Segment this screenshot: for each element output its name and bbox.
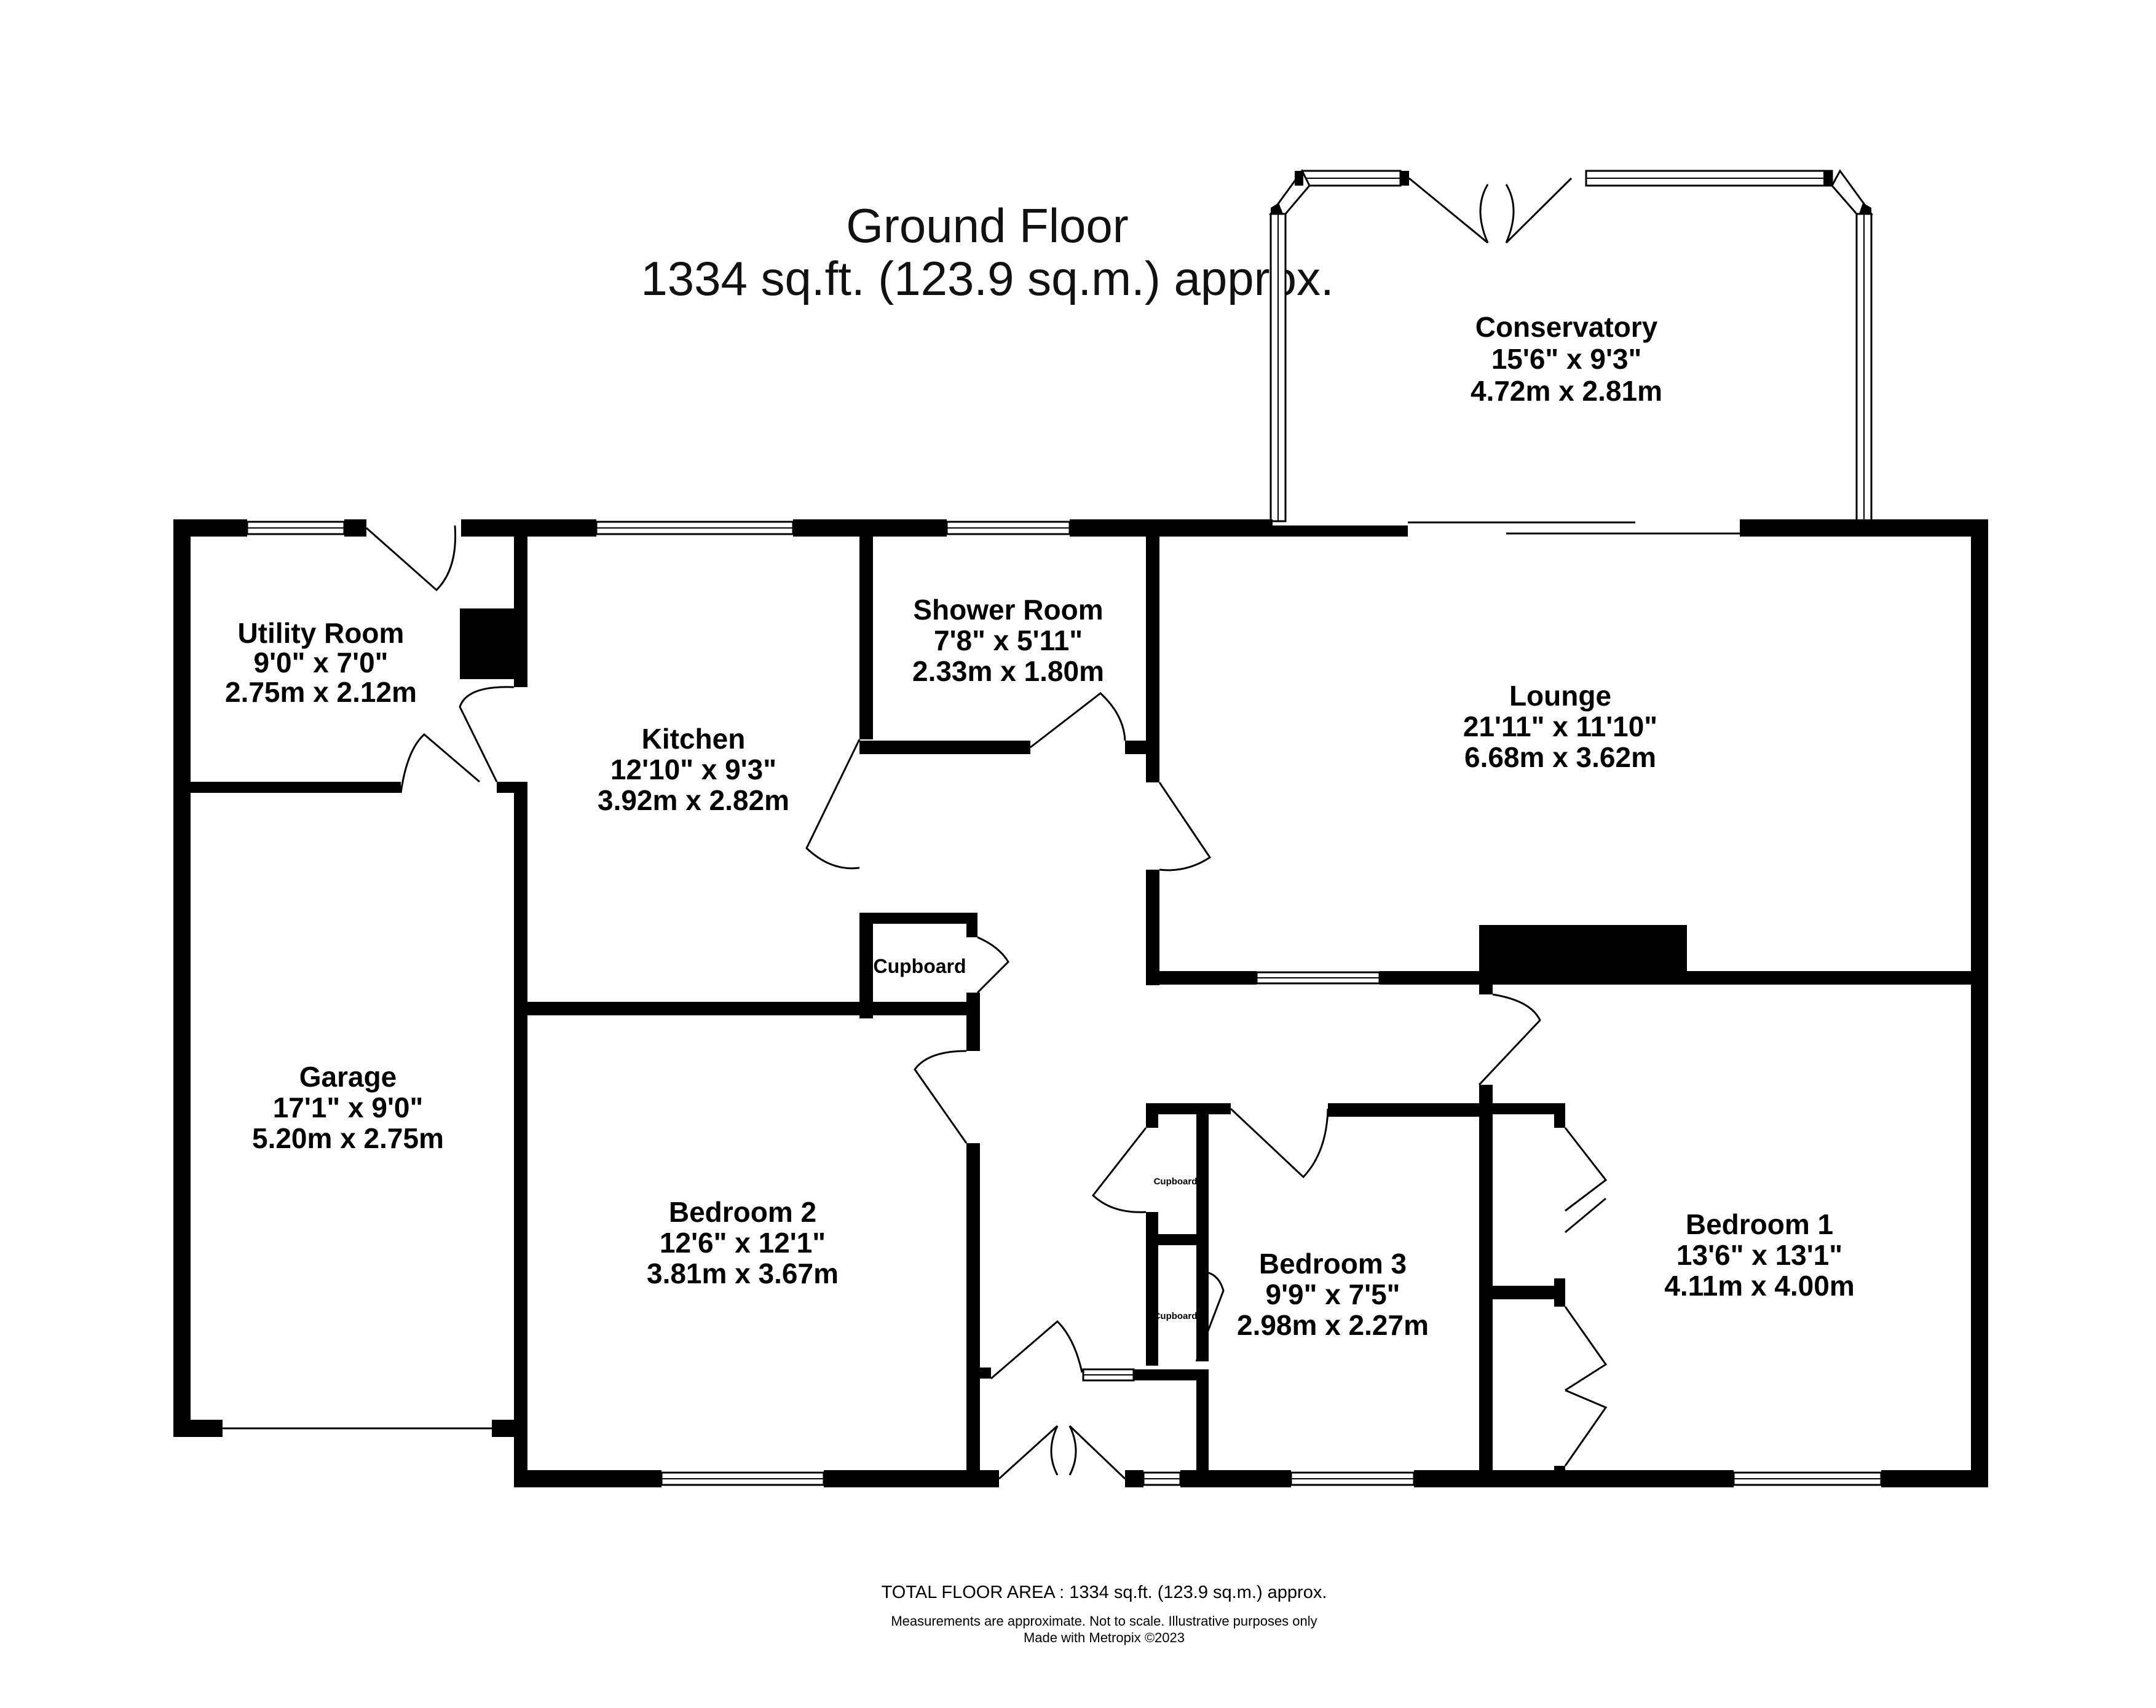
disclaimer: Measurements are approximate. Not to sca… xyxy=(891,1613,1317,1629)
cupboard-label: Cupboard xyxy=(873,955,966,977)
total-floor-area: TOTAL FLOOR AREA : 1334 sq.ft. (123.9 sq… xyxy=(882,1583,1327,1602)
room-metric: 4.11m x 4.00m xyxy=(1664,1270,1854,1302)
room-name: Bedroom 1 xyxy=(1686,1208,1833,1240)
room-label-lounge: Lounge 21'11" x 11'10" 6.68m x 3.62m xyxy=(1463,680,1657,773)
doors xyxy=(366,525,1608,1466)
floor-area-heading: 1334 sq.ft. (123.9 sq.m.) approx. xyxy=(641,251,1333,305)
cupboard-label: Cupboard xyxy=(1154,1176,1198,1187)
room-imperial: 15'6" x 9'3" xyxy=(1491,343,1642,375)
room-metric: 3.92m x 2.82m xyxy=(598,784,789,816)
walls xyxy=(173,519,1988,1487)
room-imperial: 17'1" x 9'0" xyxy=(273,1092,424,1124)
credit: Made with Metropix ©2023 xyxy=(1024,1630,1185,1645)
room-label-utility: Utility Room 9'0" x 7'0" 2.75m x 2.12m xyxy=(225,617,417,708)
room-imperial: 13'6" x 13'1" xyxy=(1676,1239,1842,1271)
room-imperial: 12'6" x 12'1" xyxy=(660,1227,826,1259)
room-metric: 3.81m x 3.67m xyxy=(647,1257,839,1289)
room-name: Bedroom 2 xyxy=(669,1196,816,1228)
cupboard-label: Cupboard xyxy=(1154,1311,1198,1321)
room-name: Bedroom 3 xyxy=(1259,1248,1407,1280)
room-imperial: 21'11" x 11'10" xyxy=(1463,710,1657,742)
room-metric: 6.68m x 3.62m xyxy=(1464,741,1656,773)
room-name: Shower Room xyxy=(913,594,1103,626)
room-label-bedroom2: Bedroom 2 12'6" x 12'1" 3.81m x 3.67m xyxy=(647,1196,839,1289)
floor-title: Ground Floor xyxy=(846,199,1129,253)
room-name: Utility Room xyxy=(238,617,405,649)
room-metric: 2.75m x 2.12m xyxy=(225,676,417,708)
room-imperial: 7'8" x 5'11" xyxy=(934,624,1083,656)
conservatory-frame xyxy=(1269,169,1873,522)
room-name: Kitchen xyxy=(642,723,746,755)
room-metric: 4.72m x 2.81m xyxy=(1471,375,1662,407)
room-label-conservatory: Conservatory 15'6" x 9'3" 4.72m x 2.81m xyxy=(1471,311,1662,407)
room-imperial: 12'10" x 9'3" xyxy=(610,754,776,785)
room-metric: 5.20m x 2.75m xyxy=(252,1122,444,1154)
room-label-bedroom1: Bedroom 1 13'6" x 13'1" 4.11m x 4.00m xyxy=(1664,1208,1854,1302)
room-name: Garage xyxy=(299,1061,397,1093)
room-name: Conservatory xyxy=(1475,311,1658,343)
room-label-shower: Shower Room 7'8" x 5'11" 2.33m x 1.80m xyxy=(912,594,1104,687)
room-label-garage: Garage 17'1" x 9'0" 5.20m x 2.75m xyxy=(252,1061,444,1154)
room-label-kitchen: Kitchen 12'10" x 9'3" 3.92m x 2.82m xyxy=(598,723,789,816)
room-imperial: 9'9" x 7'5" xyxy=(1266,1278,1400,1310)
room-metric: 2.98m x 2.27m xyxy=(1237,1309,1429,1341)
room-label-bedroom3: Bedroom 3 9'9" x 7'5" 2.98m x 2.27m xyxy=(1237,1248,1429,1341)
room-metric: 2.33m x 1.80m xyxy=(912,655,1104,687)
room-name: Lounge xyxy=(1509,680,1611,712)
room-imperial: 9'0" x 7'0" xyxy=(254,647,389,679)
